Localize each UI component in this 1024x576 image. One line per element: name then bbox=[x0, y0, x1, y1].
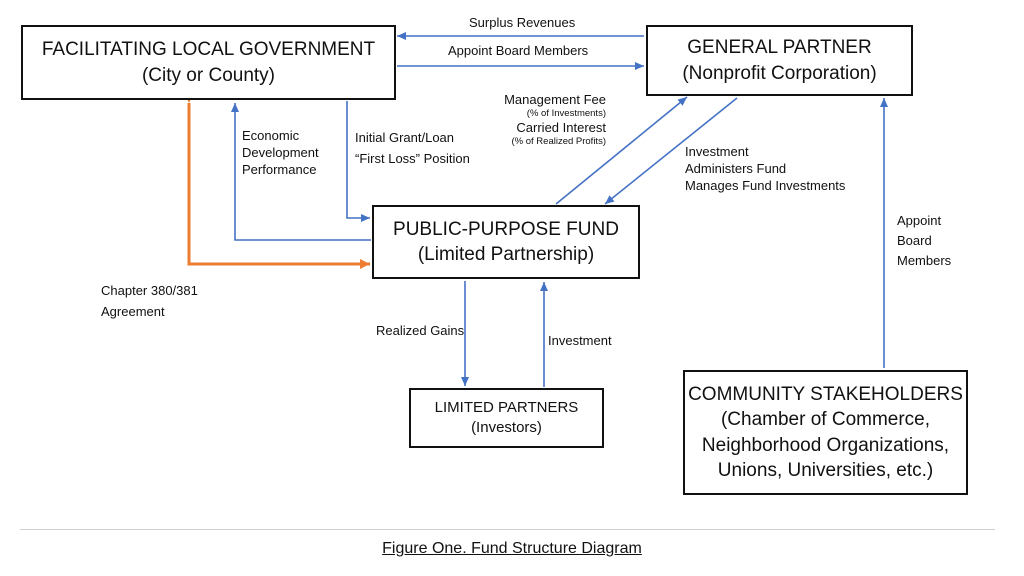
label-members: Members bbox=[897, 253, 952, 268]
label-carried-interest: Carried Interest bbox=[516, 120, 606, 135]
box-subtitle-line: Unions, Universities, etc.) bbox=[717, 459, 934, 481]
arrow-chapter-agreement bbox=[184, 93, 370, 269]
label-lp-investment: Investment bbox=[548, 333, 612, 348]
limited-partners-box: LIMITED PARTNERS (Investors) bbox=[409, 388, 604, 448]
figure-caption: Figure One. Fund Structure Diagram bbox=[382, 540, 642, 557]
label-initial-grant-group: Initial Grant/Loan “First Loss” Position bbox=[355, 127, 470, 169]
label-first-loss: “First Loss” Position bbox=[355, 151, 470, 166]
label-initial-grant: Initial Grant/Loan bbox=[355, 130, 455, 145]
general-partner-box: GENERAL PARTNER (Nonprofit Corporation) bbox=[646, 25, 913, 96]
label-chapter: Chapter 380/381 bbox=[101, 283, 198, 298]
label-appoint: Appoint bbox=[897, 213, 942, 228]
label-economic-development-group: Economic Development Performance bbox=[242, 127, 319, 178]
label-management-fee-group: Management Fee (% of Investments) Carrie… bbox=[480, 91, 606, 147]
arrow-investment-gp bbox=[604, 97, 738, 205]
box-subtitle: (Limited Partnership) bbox=[417, 244, 595, 265]
box-subtitle-line: Neighborhood Organizations, bbox=[701, 434, 950, 456]
label-surplus-revenues: Surplus Revenues bbox=[469, 15, 576, 30]
label-cs-appoint-group: Appoint Board Members bbox=[897, 211, 951, 271]
caption-divider bbox=[20, 529, 995, 530]
box-subtitle: (Nonprofit Corporation) bbox=[682, 62, 877, 84]
label-performance: Performance bbox=[242, 162, 317, 177]
public-purpose-fund-box: PUBLIC-PURPOSE FUND (Limited Partnership… bbox=[372, 205, 640, 279]
label-agreement: Agreement bbox=[101, 304, 165, 319]
arrow-management-fee bbox=[555, 96, 688, 205]
box-title: PUBLIC-PURPOSE FUND bbox=[393, 218, 619, 240]
box-subtitle: (Investors) bbox=[471, 419, 542, 436]
label-carried-interest-note: (% of Realized Profits) bbox=[511, 136, 606, 147]
box-title: FACILITATING LOCAL GOVERNMENT bbox=[41, 39, 376, 61]
label-investment: Investment bbox=[685, 144, 749, 159]
box-title: LIMITED PARTNERS bbox=[434, 399, 579, 417]
label-realized-gains: Realized Gains bbox=[376, 323, 465, 338]
label-appoint-board-members: Appoint Board Members bbox=[448, 43, 589, 58]
label-development: Development bbox=[242, 145, 319, 160]
label-gp-investment-group: Investment Administers Fund Manages Fund… bbox=[685, 143, 845, 194]
label-economic: Economic bbox=[242, 128, 300, 143]
facilitating-local-government-box: FACILITATING LOCAL GOVERNMENT (City or C… bbox=[21, 25, 396, 100]
box-title: GENERAL PARTNER bbox=[687, 37, 872, 59]
label-manages-investments: Manages Fund Investments bbox=[685, 178, 846, 193]
label-management-fee: Management Fee bbox=[504, 92, 606, 107]
label-management-fee-note: (% of Investments) bbox=[526, 108, 606, 119]
box-subtitle: (City or County) bbox=[141, 64, 276, 86]
label-administers-fund: Administers Fund bbox=[685, 161, 787, 176]
box-title: COMMUNITY STAKEHOLDERS bbox=[688, 384, 963, 406]
label-board: Board bbox=[897, 233, 932, 248]
community-stakeholders-box: COMMUNITY STAKEHOLDERS (Chamber of Comme… bbox=[683, 370, 968, 495]
label-chapter-agreement-group: Chapter 380/381 Agreement bbox=[101, 280, 198, 322]
box-subtitle-line: (Chamber of Commerce, bbox=[720, 409, 931, 431]
